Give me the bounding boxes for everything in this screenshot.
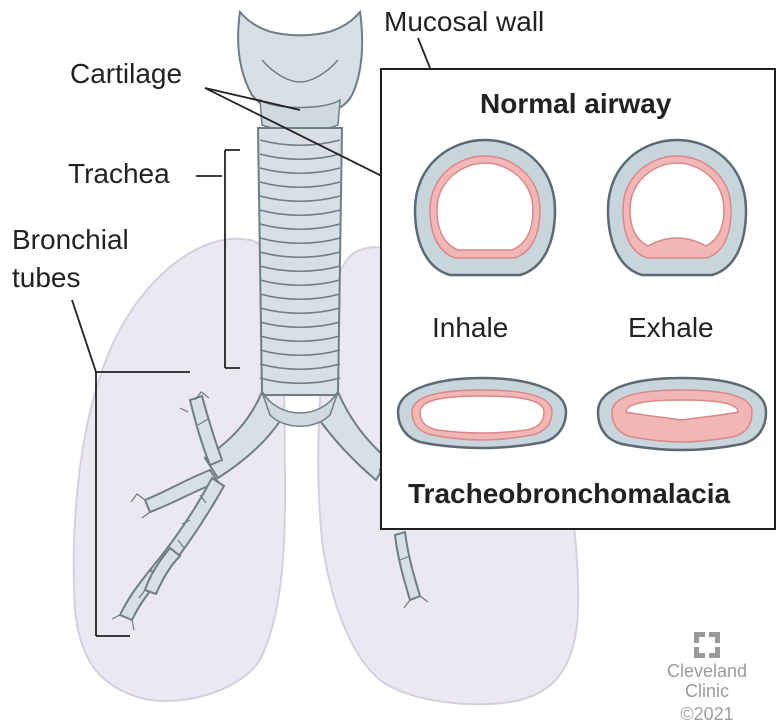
- logo-line1: Cleveland: [662, 662, 752, 681]
- condition-title: Tracheobronchomalacia: [408, 478, 730, 510]
- inhale-label: Inhale: [432, 312, 508, 344]
- logo-line2: Clinic: [662, 682, 752, 701]
- mucosal-wall-label: Mucosal wall: [384, 6, 544, 38]
- exhale-label: Exhale: [628, 312, 714, 344]
- bronchial-label-line2: tubes: [12, 262, 81, 294]
- trachea-label: Trachea: [68, 158, 170, 190]
- cleveland-clinic-logo-icon: [692, 630, 722, 660]
- copyright: ©2021: [662, 704, 752, 725]
- normal-airway-title: Normal airway: [480, 88, 671, 120]
- bronchial-label-line1: Bronchial: [12, 224, 129, 256]
- tbm-inhale-ring: [398, 378, 566, 448]
- cartilage-label: Cartilage: [70, 58, 182, 90]
- tbm-exhale-ring: [598, 378, 766, 450]
- normal-exhale-ring: [608, 140, 746, 275]
- normal-inhale-ring: [415, 140, 555, 275]
